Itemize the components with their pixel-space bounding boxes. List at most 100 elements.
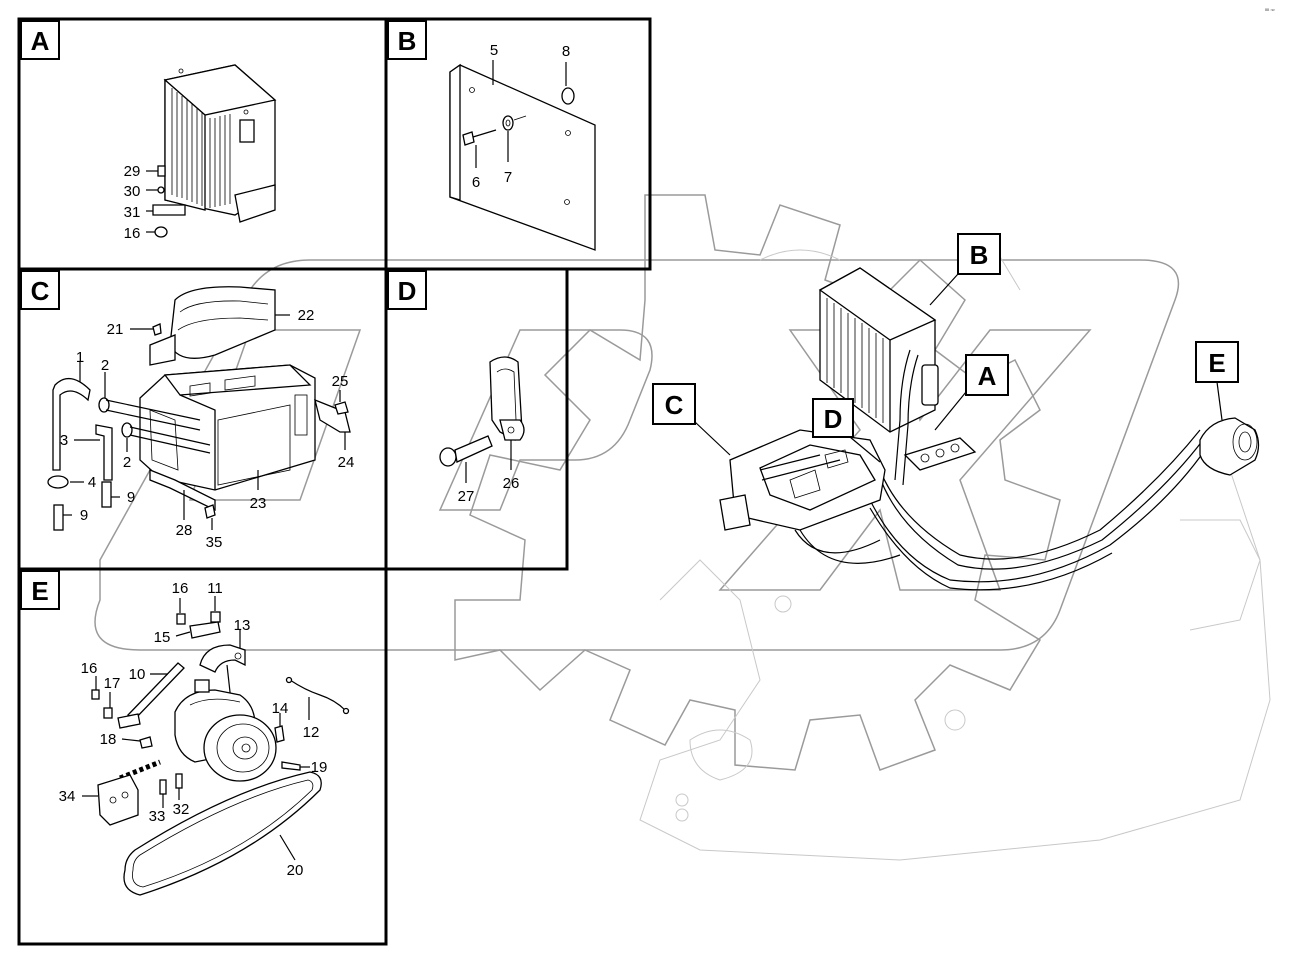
callout-c-7: 2	[123, 454, 131, 471]
callout-e-9: 12	[303, 724, 320, 741]
tube-9b	[101, 481, 112, 508]
cover-22	[169, 286, 276, 359]
svg-text:B: B	[970, 240, 989, 270]
callout-e-10: 18	[100, 731, 117, 748]
tube-3	[95, 424, 113, 481]
bolt-25	[334, 401, 349, 415]
bolt-33	[159, 779, 167, 795]
panel-e-frame	[17, 567, 388, 946]
panel-e-letter-box: E	[20, 570, 60, 610]
callout-e-5: 16	[81, 660, 98, 677]
overview-hose-2	[869, 449, 1206, 583]
overview-label-c: C	[652, 383, 731, 456]
callout-b-1: 5	[490, 42, 498, 59]
overview-label-d: D	[812, 398, 881, 463]
bracket-13	[199, 644, 246, 673]
callout-e-13: 33	[149, 808, 166, 825]
overview-control-panel	[903, 437, 977, 471]
bracket-31	[152, 204, 186, 216]
callout-c-10: 9	[80, 507, 88, 524]
callout-a-2: 30	[124, 183, 141, 200]
spacer-11	[210, 611, 221, 623]
bolt-21	[152, 323, 162, 336]
callout-c-12: 23	[250, 495, 267, 512]
bolt-18	[139, 736, 153, 749]
overview-assembly	[719, 267, 1260, 591]
corner-stamp: ᴮᴮ ʳᵉʳ	[1265, 8, 1276, 14]
callout-e-1: 16	[172, 580, 189, 597]
callout-a-4: 16	[124, 225, 141, 242]
callout-c-9: 4	[88, 474, 96, 491]
callout-e-4: 13	[234, 617, 251, 634]
callout-c-14: 35	[206, 534, 223, 551]
washer-7	[502, 115, 514, 131]
bolt-16b	[91, 689, 100, 700]
callout-c-6: 3	[60, 432, 68, 449]
callout-a-1: 29	[124, 163, 141, 180]
overview-label-a: A	[934, 354, 1009, 431]
callout-c-2: 22	[298, 307, 315, 324]
compressor-port	[194, 679, 210, 693]
hose-1	[52, 378, 91, 471]
tube-9a	[53, 504, 64, 531]
bolt-35	[204, 504, 216, 519]
panel-d-letter-box: D	[387, 270, 427, 310]
overview-receiver-drier	[921, 364, 939, 406]
panel-a-condenser	[146, 64, 277, 238]
panel-b-callouts: 5 8 6 7	[472, 42, 570, 191]
bracket-34	[97, 774, 139, 826]
callout-d-2: 26	[503, 475, 520, 492]
svg-text:E: E	[1208, 348, 1225, 378]
nut-16	[154, 226, 168, 238]
callout-e-2: 11	[207, 580, 223, 597]
callout-c-8: 24	[338, 454, 355, 471]
panel-c-callouts: 21 22 1 2 25 3 2 24 4 9 9 23 28 35	[60, 307, 355, 551]
svg-text:D: D	[824, 404, 843, 434]
callout-e-7: 10	[129, 666, 146, 683]
washer-30	[157, 186, 165, 194]
panel-a-letter-box: A	[20, 20, 60, 60]
panel-c-letter-box: C	[20, 270, 60, 310]
panel-d-strap	[439, 356, 525, 483]
panel-b-letter: B	[398, 26, 417, 56]
watermark-gear	[454, 194, 1061, 771]
bolt-19	[281, 761, 301, 771]
panel-a-callouts: 29 30 31 16	[124, 163, 141, 242]
callout-c-11: 9	[127, 489, 135, 506]
callout-e-6: 17	[104, 675, 121, 692]
callout-e-8: 14	[272, 700, 289, 717]
overview-label-b: B	[929, 233, 1001, 306]
bolt-6	[462, 131, 475, 146]
callout-c-3: 1	[76, 349, 84, 366]
overview-hose-1	[879, 429, 1201, 560]
bolt-16a	[176, 613, 186, 625]
watermark-logo	[94, 259, 1180, 651]
callout-d-1: 27	[458, 488, 475, 505]
svg-text:C: C	[665, 390, 684, 420]
bolt-27	[439, 447, 457, 467]
callout-e-3: 15	[154, 629, 171, 646]
panel-d-letter: D	[398, 276, 417, 306]
callout-c-1: 21	[107, 321, 124, 338]
panel-e-callouts: 16 11 15 13 16 17 10 14 12 18 19 34 33 3…	[59, 580, 328, 879]
clamp-2a	[98, 397, 110, 413]
callout-a-3: 31	[124, 204, 141, 221]
callout-c-4: 2	[101, 357, 109, 374]
panel-c-evaporator-unit	[47, 286, 351, 531]
panel-d-frame	[384, 267, 569, 571]
bolt-29	[157, 165, 166, 177]
overview-condenser-grille	[826, 298, 884, 423]
nut-17	[103, 707, 113, 719]
bracket-28	[149, 469, 216, 512]
background-machine-outline	[639, 239, 1271, 861]
callout-e-11: 19	[311, 759, 328, 776]
callout-c-5: 25	[332, 373, 349, 390]
panel-d-callouts: 27 26	[458, 475, 520, 505]
bolt-32	[175, 773, 183, 789]
panel-b-mounting-plate	[449, 60, 596, 251]
threaded-rod	[119, 759, 161, 781]
bolt-14	[274, 725, 285, 743]
overview-label-e: E	[1195, 341, 1239, 421]
